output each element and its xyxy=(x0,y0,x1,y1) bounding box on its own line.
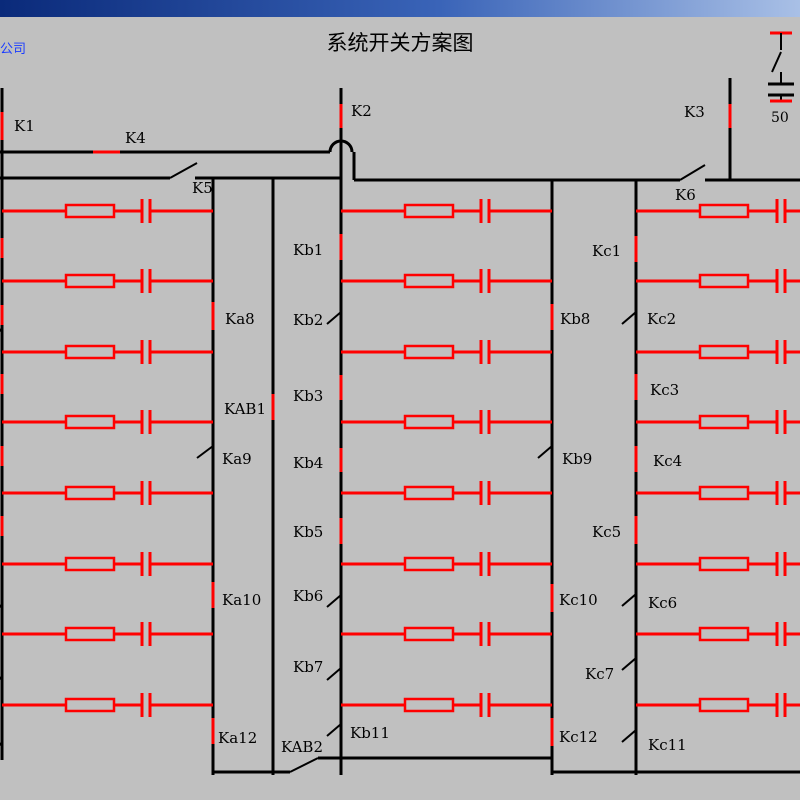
resistor xyxy=(698,414,750,430)
switch-label-kb5: Kb5 xyxy=(293,523,324,541)
switch-label-kb11: Kb11 xyxy=(350,724,390,742)
switch-label-kab1: KAB1 xyxy=(224,400,266,418)
switch-label-kc11: Kc11 xyxy=(648,736,687,754)
resistor xyxy=(64,556,116,572)
resistor xyxy=(403,626,455,642)
switch-label-kc2: Kc2 xyxy=(647,310,677,328)
cap-switch xyxy=(771,51,782,73)
switch-label-kab2: KAB2 xyxy=(281,738,323,756)
capacitor-value: 50 xyxy=(771,110,789,126)
resistor xyxy=(64,203,116,219)
open-switch xyxy=(196,445,214,459)
resistor xyxy=(64,485,116,501)
open-switch xyxy=(621,311,637,325)
open-switch xyxy=(537,445,553,459)
switch-label-ka12: Ka12 xyxy=(218,729,258,747)
switch-label-kb3: Kb3 xyxy=(293,387,324,405)
switch-label-kc1: Kc1 xyxy=(592,242,622,260)
switch-label-kb6: Kb6 xyxy=(293,587,324,605)
open-switch xyxy=(0,675,3,680)
resistor xyxy=(698,697,750,713)
switch-label-ka9: Ka9 xyxy=(222,450,252,468)
switch-label-kb8: Kb8 xyxy=(560,310,591,328)
switch-label-kb1: Kb1 xyxy=(293,241,324,259)
switch-label-k5: K5 xyxy=(192,179,213,197)
switch-label-kb4: Kb4 xyxy=(293,454,324,472)
resistor xyxy=(64,414,116,430)
open-switch xyxy=(326,667,342,681)
switch-label-kc3: Kc3 xyxy=(650,381,680,399)
resistor xyxy=(64,273,116,289)
open-switch xyxy=(326,311,342,325)
switch-label-kc12: Kc12 xyxy=(559,728,598,746)
window-title-bar xyxy=(0,0,800,17)
switch-label-kc7: Kc7 xyxy=(585,665,615,683)
switch-label-k3: K3 xyxy=(684,103,705,121)
resistor xyxy=(403,344,455,360)
open-switch xyxy=(0,603,3,608)
resistor xyxy=(64,344,116,360)
switch-label-ka8: Ka8 xyxy=(225,310,255,328)
switch-marks xyxy=(0,104,732,746)
open-switch xyxy=(621,729,637,743)
page-title: 系统开关方案图 xyxy=(326,31,474,55)
open-switch xyxy=(621,593,637,607)
resistor xyxy=(698,556,750,572)
switch-label-k1: K1 xyxy=(14,117,35,135)
switch-label-kc4: Kc4 xyxy=(653,452,683,470)
load-branches xyxy=(2,199,800,717)
switch-label-k4: K4 xyxy=(125,129,146,147)
resistor xyxy=(403,273,455,289)
bus-wires xyxy=(0,31,800,775)
switch-label-k2: K2 xyxy=(351,102,372,120)
switch-label-k6: K6 xyxy=(675,186,696,204)
resistor xyxy=(403,697,455,713)
resistor xyxy=(698,203,750,219)
resistor xyxy=(403,485,455,501)
switch-label-kb2: Kb2 xyxy=(293,311,324,329)
switch-label-ka10: Ka10 xyxy=(222,591,262,609)
switch-label-kc6: Kc6 xyxy=(648,594,678,612)
open-switch xyxy=(621,657,637,671)
resistor xyxy=(64,697,116,713)
k6-switch xyxy=(679,164,706,181)
resistor xyxy=(698,273,750,289)
open-switch xyxy=(0,327,3,332)
resistor xyxy=(403,414,455,430)
kab2-switch xyxy=(289,757,319,773)
resistor xyxy=(698,626,750,642)
resistor xyxy=(403,203,455,219)
resistor xyxy=(64,626,116,642)
company-name-fragment: 公司 xyxy=(0,42,27,57)
switch-label-kb9: Kb9 xyxy=(562,450,593,468)
open-switch xyxy=(0,741,3,746)
open-switch xyxy=(326,594,342,608)
switch-label-kc5: Kc5 xyxy=(592,523,622,541)
open-switch xyxy=(326,723,342,737)
resistor xyxy=(698,344,750,360)
resistor xyxy=(403,556,455,572)
switch-label-kc10: Kc10 xyxy=(559,591,598,609)
resistor xyxy=(698,485,750,501)
switch-label-kb7: Kb7 xyxy=(293,658,324,676)
k5-switch xyxy=(169,162,198,179)
